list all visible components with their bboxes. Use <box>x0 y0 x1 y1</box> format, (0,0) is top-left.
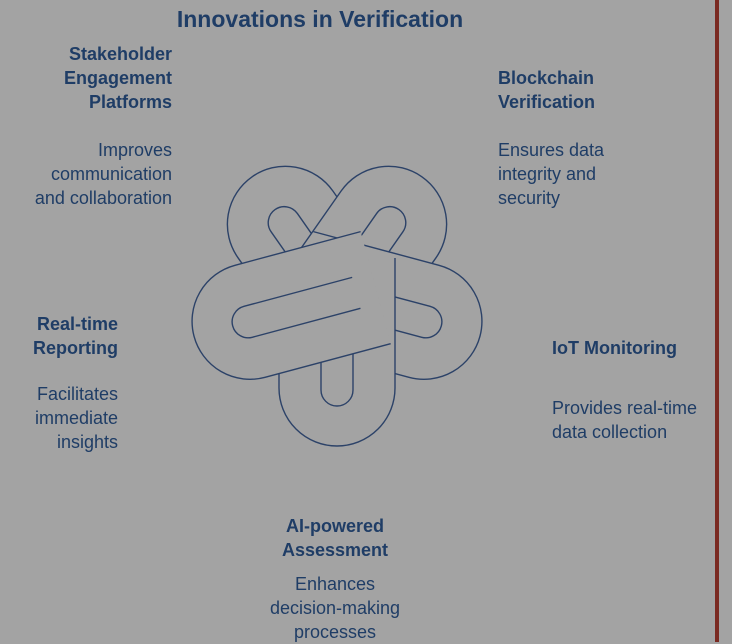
knot-loop-inner <box>267 205 363 324</box>
knot-loop-inner <box>313 276 443 339</box>
knot-loop <box>191 230 391 380</box>
item-heading-stakeholder: Stakeholder Engagement Platforms <box>63 44 172 112</box>
item-heading-iot: IoT Monitoring <box>552 338 677 358</box>
right-edge-bar <box>715 0 719 642</box>
knot-loop-inner <box>320 278 354 407</box>
item-heading-blockchain: Blockchain Verification <box>498 68 596 112</box>
item-heading-ai: AI-powered Assessment <box>281 516 389 560</box>
item-desc-ai: Enhances decision-making processes <box>269 574 401 642</box>
item-desc-iot: Provides real-time data collection <box>552 398 698 442</box>
item-desc-reporting: Facilitates immediate insights <box>34 384 118 452</box>
item-desc-stakeholder: Improves communication and collaboration <box>34 140 172 208</box>
knot-loop-outer <box>191 230 391 380</box>
item-desc-blockchain: Ensures data integrity and security <box>498 140 605 208</box>
diagram-title: Innovations in Verification <box>176 6 464 32</box>
knot-loop-inner <box>311 205 407 324</box>
knot-loop-inner <box>231 276 361 339</box>
item-heading-reporting: Real-time Reporting <box>33 314 118 358</box>
